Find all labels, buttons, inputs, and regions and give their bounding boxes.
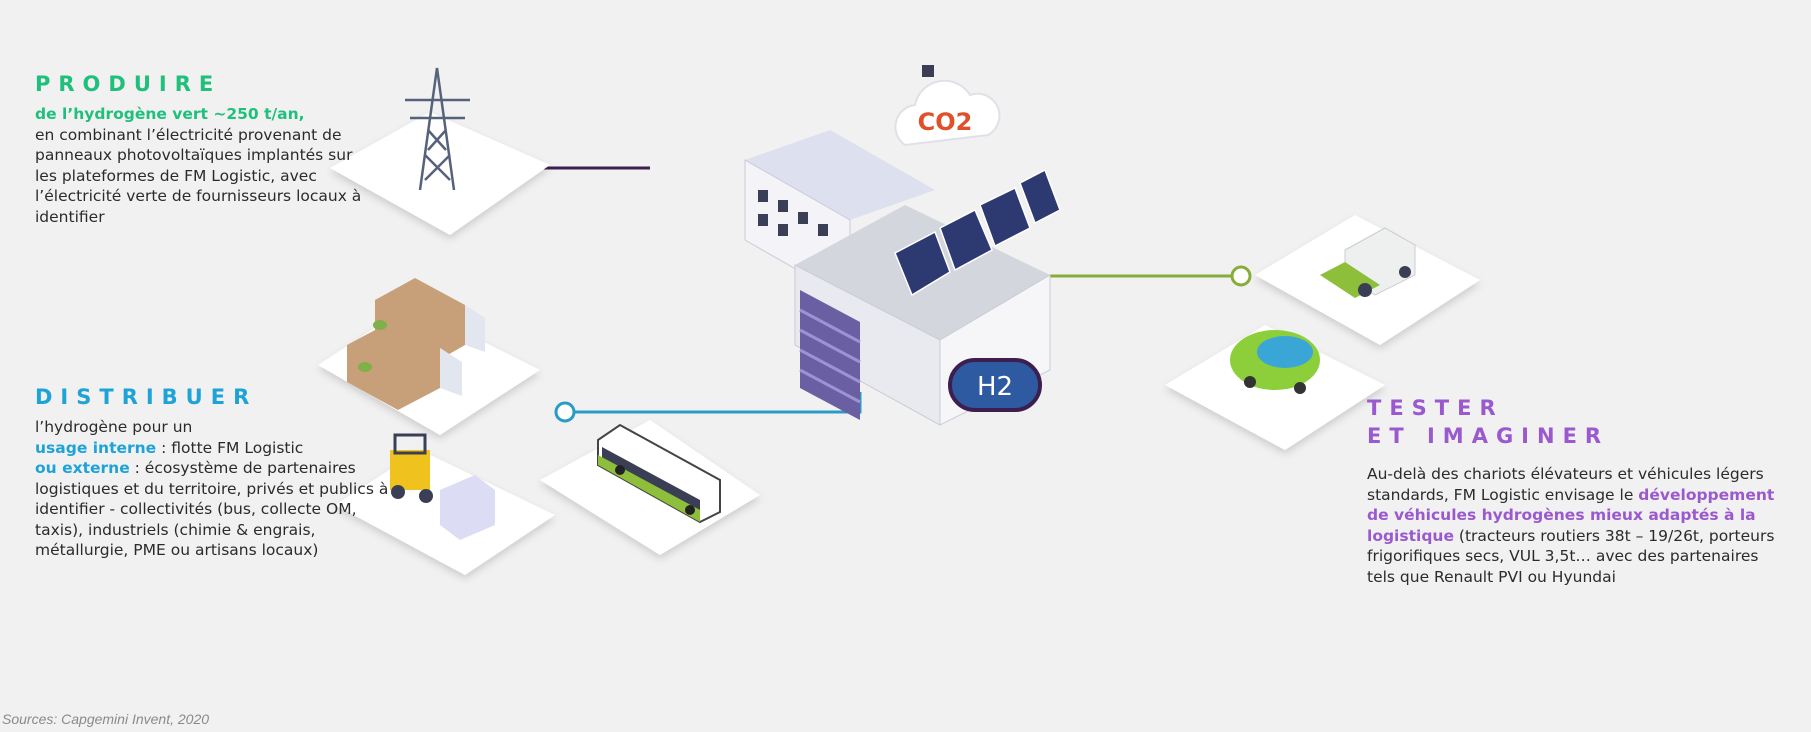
truck-icon bbox=[347, 278, 485, 410]
tester-body: (tracteurs routiers 38t – 19/26t, porteu… bbox=[1367, 526, 1775, 586]
produire-heading: PRODUIRE bbox=[35, 72, 222, 96]
forklift-icon bbox=[390, 433, 495, 540]
distribuer-text-externe: : écosystème de partenaires logistiques … bbox=[35, 459, 389, 559]
warehouse-icon: H2 bbox=[744, 130, 1061, 426]
distribuer-heading: DISTRIBUER bbox=[35, 385, 258, 409]
section-distribuer: DISTRIBUER l’hydrogène pour un usage int… bbox=[35, 383, 395, 561]
tester-heading-line2: ET IMAGINER bbox=[1367, 424, 1610, 448]
produire-body: en combinant l’électricité provenant de … bbox=[35, 125, 362, 226]
tester-highlight: développement de véhicules hydrogènes mi… bbox=[1367, 485, 1775, 545]
distribuer-text-interne: : flotte FM Logistic bbox=[156, 438, 304, 457]
distribuer-highlight-externe: ou externe bbox=[35, 459, 130, 477]
co2-label: CO2 bbox=[918, 108, 973, 136]
bus-icon bbox=[597, 423, 721, 524]
section-produire: PRODUIRE de l’hydrogène vert ~250 t/an, … bbox=[35, 70, 375, 227]
distribuer-highlight-interne: usage interne bbox=[35, 438, 157, 457]
power-pylon-icon bbox=[405, 67, 470, 191]
distribuer-intro: l’hydrogène pour un bbox=[35, 418, 193, 436]
co2-cloud-icon: CO2 bbox=[894, 65, 1001, 147]
h2-badge: H2 bbox=[948, 358, 1042, 412]
produire-highlight: de l’hydrogène vert ~250 t/an, bbox=[35, 105, 305, 123]
tester-heading-line1: TESTER bbox=[1367, 396, 1504, 420]
tile-pylon bbox=[330, 112, 550, 235]
section-tester: TESTER ET IMAGINER Au-delà des chariots … bbox=[1367, 394, 1787, 587]
harvester-icon bbox=[1320, 227, 1416, 298]
connector-tester bbox=[1050, 265, 1252, 287]
car-icon bbox=[1230, 330, 1320, 394]
connector-distribuer bbox=[554, 392, 862, 423]
source-note: Sources: Capgemini Invent, 2020 bbox=[2, 711, 210, 727]
h2-label: H2 bbox=[977, 372, 1013, 402]
tester-intro: Au-delà des chariots élévateurs et véhic… bbox=[1367, 465, 1764, 504]
